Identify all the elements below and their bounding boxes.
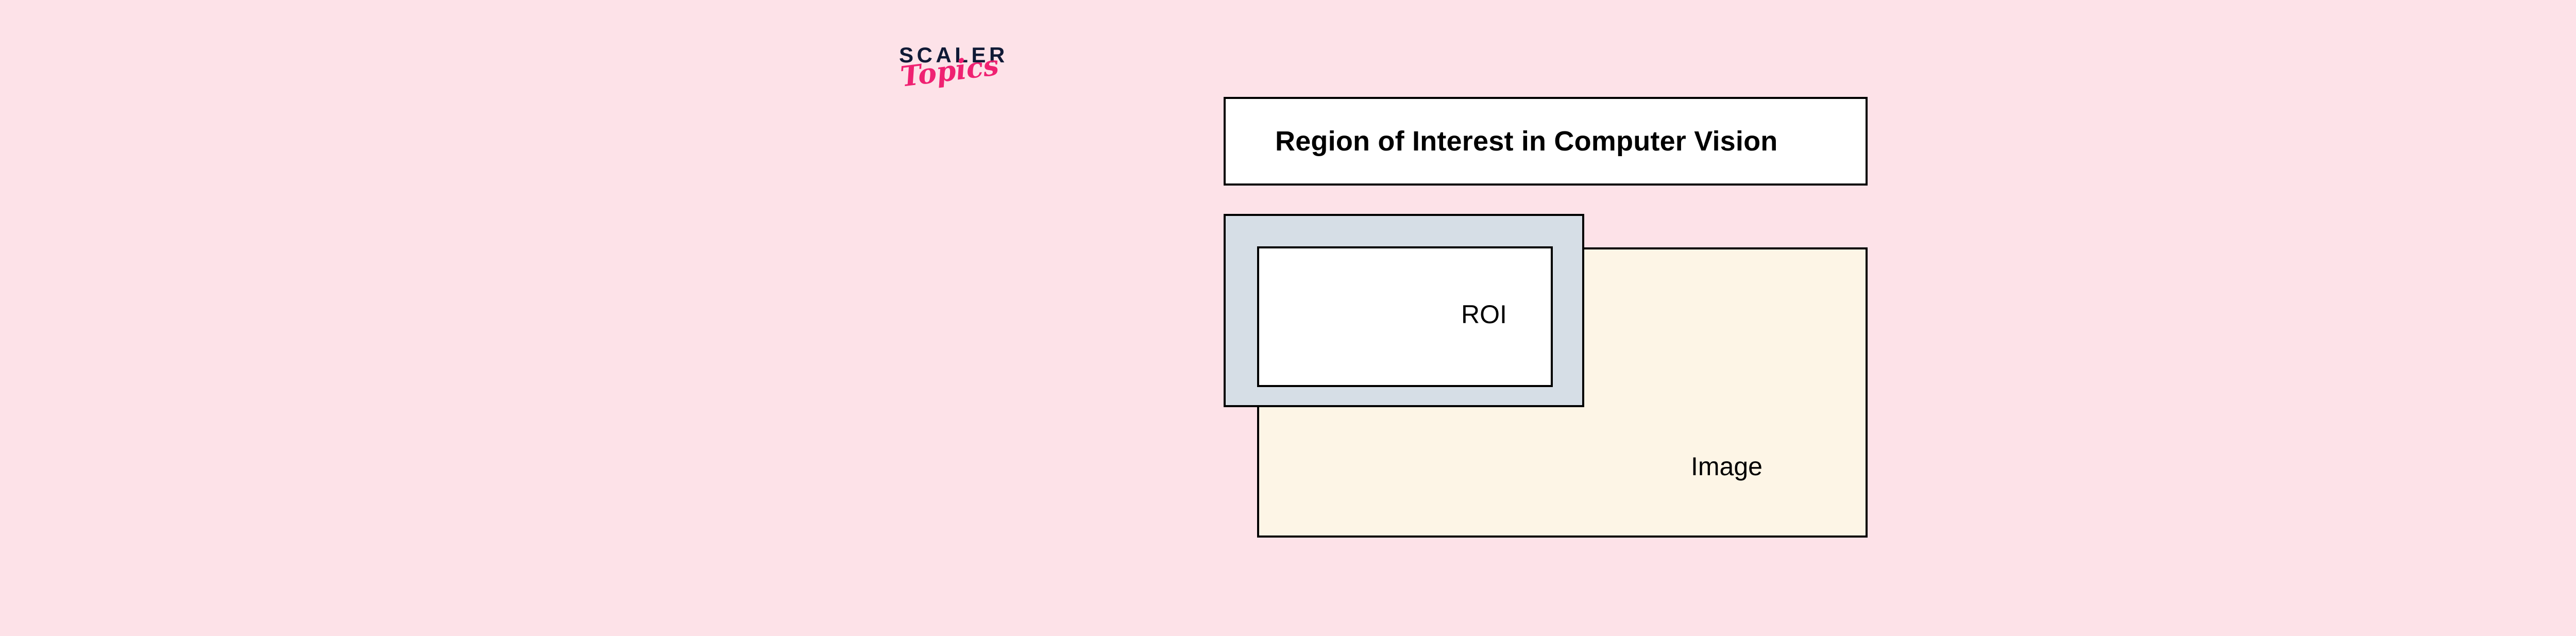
scaler-topics-logo: SCALER Topics xyxy=(896,40,1030,107)
logo-wordmark-scaler: SCALER xyxy=(899,43,1008,67)
diagram-title-box: Region of Interest in Computer Vision xyxy=(1224,97,1868,186)
diagram-title-text: Region of Interest in Computer Vision xyxy=(1275,126,1778,157)
roi-label: ROI xyxy=(1461,300,1507,329)
roi-frame: ROI xyxy=(1224,214,1584,407)
image-rectangle-label: Image xyxy=(1691,452,1762,481)
roi-inner-window: ROI xyxy=(1257,246,1553,387)
